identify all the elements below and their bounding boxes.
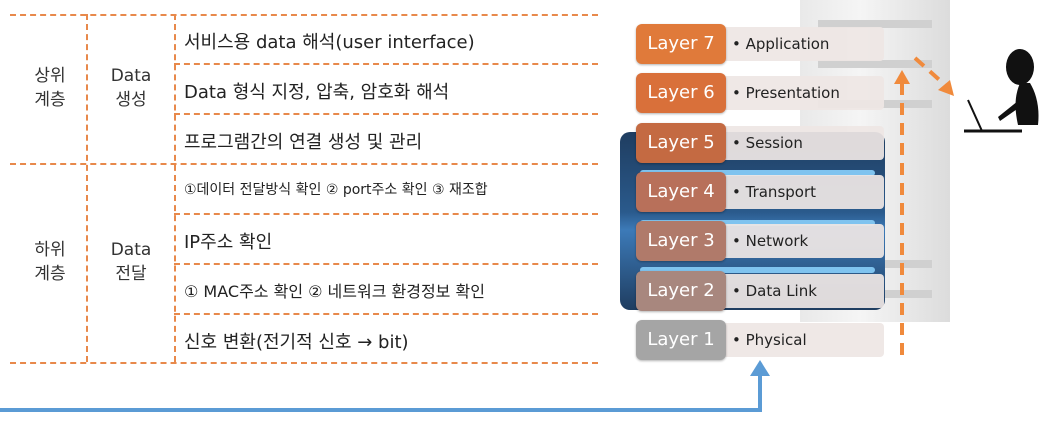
- table-divider: [174, 14, 176, 362]
- table-line: [174, 63, 598, 65]
- layer-7-name: • Application: [732, 24, 829, 64]
- layer-2-row: Layer 2 • Data Link: [636, 271, 884, 311]
- layer-4-badge: Layer 4: [636, 172, 726, 212]
- layer-4-name: • Transport: [732, 172, 816, 212]
- layer-7-row: Layer 7 • Application: [636, 24, 884, 64]
- row-physical-desc: 신호 변환(전기적 신호 → bit): [184, 328, 409, 354]
- layer-5-row: Layer 5 • Session: [636, 123, 884, 163]
- table-line: [10, 362, 598, 364]
- table-divider: [86, 14, 88, 362]
- arrow-head-icon: [750, 360, 770, 376]
- layer-2-name: • Data Link: [732, 271, 817, 311]
- row-application-desc: 서비스용 data 해석(user interface): [184, 28, 475, 54]
- row-presentation-desc: Data 형식 지정, 압축, 암호화 해석: [184, 78, 449, 104]
- layer-4-row: Layer 4 • Transport: [636, 172, 884, 212]
- layer-6-row: Layer 6 • Presentation: [636, 73, 884, 113]
- table-line: [174, 213, 598, 215]
- table-line: [10, 163, 598, 165]
- layer-1-badge: Layer 1: [636, 320, 726, 360]
- row-network-desc: IP주소 확인: [184, 228, 272, 254]
- row-datalink-desc: ① MAC주소 확인 ② 네트워크 환경정보 확인: [184, 278, 485, 302]
- layer-3-badge: Layer 3: [636, 221, 726, 261]
- layer-1-row: Layer 1 • Physical: [636, 320, 884, 360]
- layer-1-name: • Physical: [732, 320, 807, 360]
- layer-5-name: • Session: [732, 123, 803, 163]
- layer-3-row: Layer 3 • Network: [636, 221, 884, 261]
- table-line: [10, 14, 598, 16]
- table-line: [174, 113, 598, 115]
- layer-3-name: • Network: [732, 221, 808, 261]
- layer-7-badge: Layer 7: [636, 24, 726, 64]
- layer-6-badge: Layer 6: [636, 73, 726, 113]
- return-arrow: [0, 374, 760, 410]
- row-session-desc: 프로그램간의 연결 생성 및 관리: [184, 128, 422, 154]
- layer-5-badge: Layer 5: [636, 123, 726, 163]
- table-line: [174, 313, 598, 315]
- user-at-computer-icon: [960, 45, 1055, 140]
- layer-2-badge: Layer 2: [636, 271, 726, 311]
- row-transport-desc: ①데이터 전달방식 확인 ② port주소 확인 ③ 재조합: [184, 179, 488, 199]
- layer-6-name: • Presentation: [732, 73, 840, 113]
- table-line: [174, 263, 598, 265]
